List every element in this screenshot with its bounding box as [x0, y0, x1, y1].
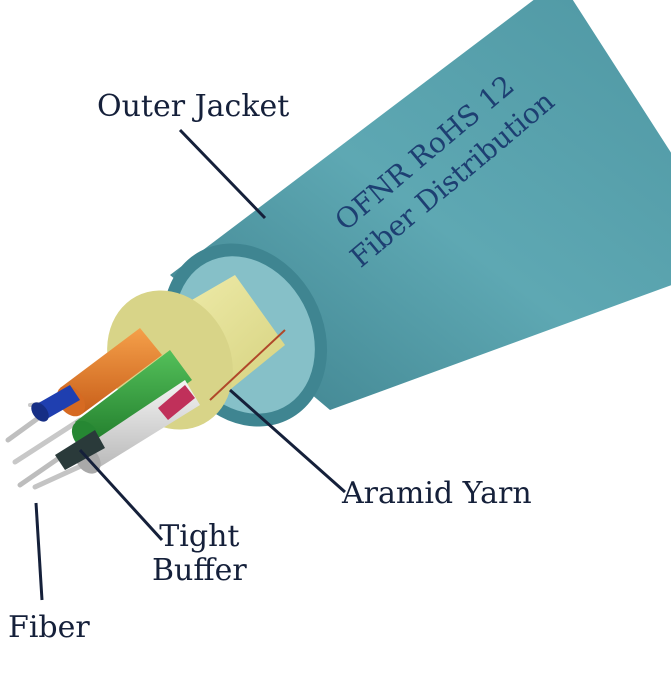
- buffer-red: [158, 385, 195, 420]
- label-fiber: Fiber: [8, 610, 90, 645]
- label-tight-buffer-line1: Tight: [159, 519, 240, 554]
- leader-aramid-yarn: [229, 388, 346, 494]
- buffer-orange: [60, 328, 162, 414]
- buffer-blue-end: [31, 402, 49, 422]
- label-aramid-yarn: Aramid Yarn: [342, 476, 532, 511]
- fiber-strand: [12, 417, 83, 465]
- leader-lines: [34, 128, 346, 601]
- leader-fiber: [34, 502, 44, 601]
- label-tight-buffer-line2: Buffer: [152, 553, 247, 588]
- tight-buffer-bundle: [5, 328, 200, 490]
- buffer-green: [75, 350, 192, 450]
- leader-outer-jacket: [178, 128, 267, 220]
- label-outer-jacket: Outer Jacket: [97, 89, 290, 124]
- ripcord: [209, 329, 286, 401]
- leader-tight-buffer: [78, 448, 164, 542]
- label-tight-buffer: Tight Buffer: [152, 520, 247, 588]
